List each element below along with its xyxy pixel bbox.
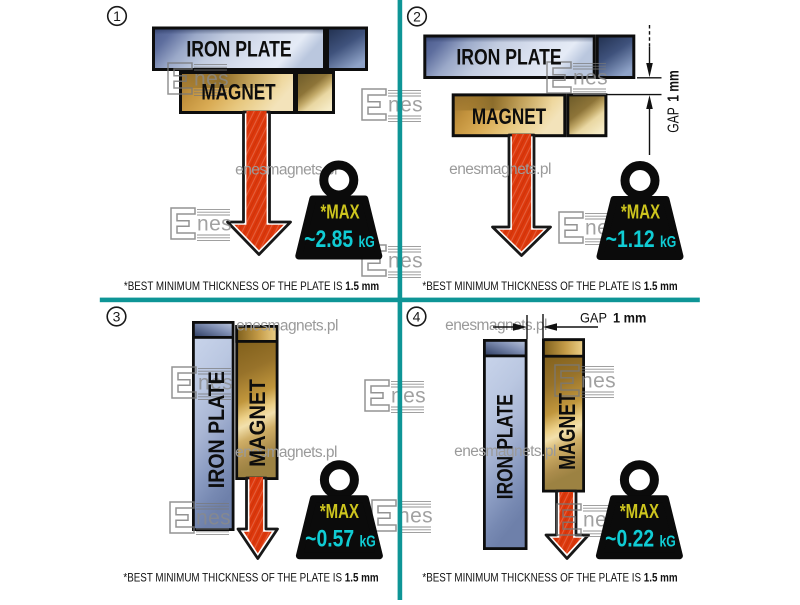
svg-text:*MAX: *MAX [320,500,359,523]
svg-text:*MAX: *MAX [620,500,659,523]
svg-text:GAP 1 mm: GAP 1 mm [664,70,682,132]
svg-text:*BEST MINIMUM THICKNESS OF THE: *BEST MINIMUM THICKNESS OF THE PLATE IS … [123,572,378,585]
svg-text:*BEST MINIMUM THICKNESS OF THE: *BEST MINIMUM THICKNESS OF THE PLATE IS … [422,572,677,585]
svg-text:IRON PLATE: IRON PLATE [205,371,229,488]
svg-text:IRON PLATE: IRON PLATE [493,394,518,499]
svg-text:enesmagnets.pl: enesmagnets.pl [454,443,556,460]
svg-text:IRON PLATE: IRON PLATE [456,46,561,70]
svg-text:MAGNET: MAGNET [472,105,546,130]
svg-text:*BEST MINIMUM THICKNESS OF THE: *BEST MINIMUM THICKNESS OF THE PLATE IS … [422,280,677,293]
svg-text:*MAX: *MAX [320,200,359,223]
svg-text:*MAX: *MAX [621,200,660,223]
svg-text:4: 4 [413,309,421,325]
svg-text:3: 3 [113,309,121,325]
svg-text:MAGNET: MAGNET [555,393,581,470]
svg-text:MAGNET: MAGNET [246,379,270,467]
svg-text:enesmagnets.pl: enesmagnets.pl [235,162,337,179]
svg-text:*BEST MINIMUM THICKNESS OF THE: *BEST MINIMUM THICKNESS OF THE PLATE IS … [124,280,379,293]
svg-text:GAP 1 mm: GAP 1 mm [580,310,646,326]
svg-text:1: 1 [113,8,121,24]
svg-text:enesmagnets.pl: enesmagnets.pl [449,161,551,178]
svg-text:IRON PLATE: IRON PLATE [186,38,291,62]
svg-text:MAGNET: MAGNET [201,81,275,106]
svg-text:enesmagnets.pl: enesmagnets.pl [236,318,338,335]
svg-text:2: 2 [413,9,421,25]
svg-text:~2.85 kG: ~2.85 kG [304,225,375,253]
svg-text:enesmagnets.pl: enesmagnets.pl [445,317,547,334]
svg-text:enesmagnets.pl: enesmagnets.pl [235,444,337,461]
